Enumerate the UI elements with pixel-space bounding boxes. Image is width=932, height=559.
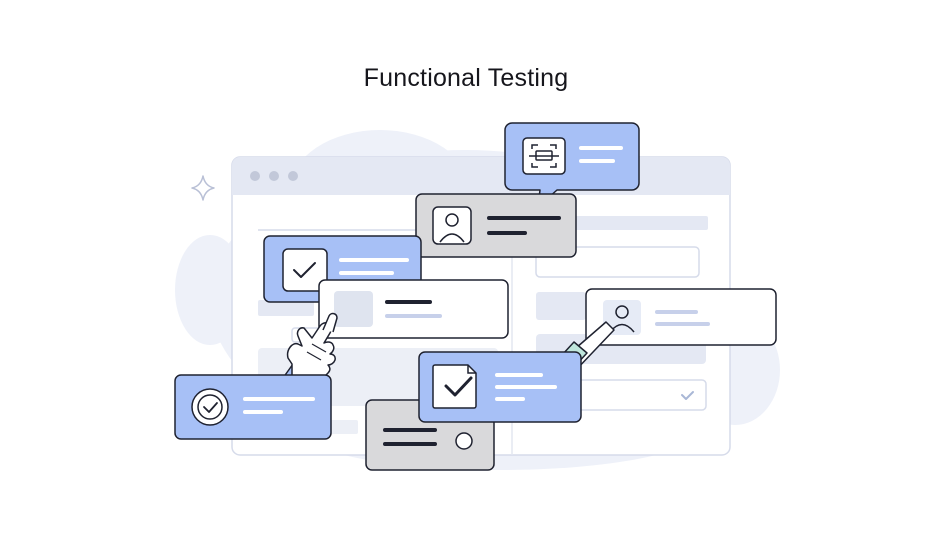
content-card-white	[318, 279, 509, 339]
user-card-gray	[415, 193, 577, 258]
user-card-white	[585, 288, 777, 346]
form-label-bar	[536, 216, 708, 230]
user-icon	[432, 206, 472, 245]
sparkle-icon	[191, 175, 215, 201]
dropdown-check-icon	[681, 391, 694, 400]
checkmark-icon	[293, 262, 316, 278]
check-circle-icon	[191, 388, 229, 426]
form-field	[535, 246, 700, 278]
form-field-stub	[536, 292, 586, 320]
check-card-blue-center	[418, 351, 582, 423]
check-card-blue-bottom	[174, 374, 332, 440]
checkmark-icon	[444, 376, 473, 397]
window-dots-icon	[250, 171, 298, 181]
scan-icon	[522, 137, 566, 175]
page-title: Functional Testing	[363, 64, 569, 92]
radio-circle-icon	[455, 432, 473, 450]
